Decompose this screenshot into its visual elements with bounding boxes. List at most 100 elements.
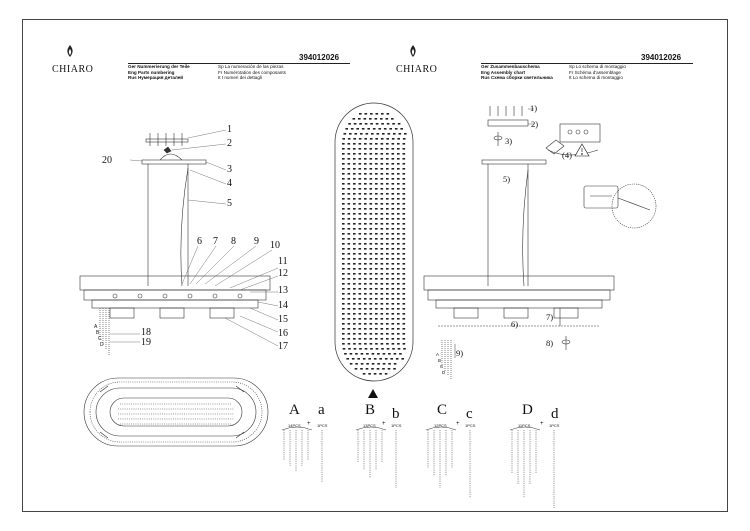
crystal-point [369, 343, 373, 345]
crystal-point [369, 228, 373, 230]
crystal-point [356, 128, 359, 130]
crystal-point [370, 123, 373, 125]
crystal-point [383, 128, 387, 130]
crystal-point [342, 318, 345, 320]
crystal-point [402, 323, 406, 325]
crystal-point [369, 293, 373, 295]
crystal-point [397, 208, 400, 210]
crystal-point [364, 158, 367, 160]
crystal-point [369, 223, 373, 225]
crystal-point [364, 113, 368, 115]
set-d-letter: D [522, 402, 533, 418]
crystal-point [347, 278, 351, 280]
crystal-point [402, 163, 406, 165]
crystal-point [402, 258, 406, 260]
crystal-point [364, 268, 367, 270]
crystal-point [402, 243, 406, 245]
crystal-point [359, 348, 362, 350]
crystal-point [402, 158, 406, 160]
left-header-col1: Ger Nummerierung der Teile Eng Parts num… [128, 64, 190, 81]
crystal-point [373, 373, 377, 375]
crystal-point [391, 258, 395, 260]
crystal-point [369, 158, 373, 160]
crystal-point [362, 358, 366, 360]
set-a-small-letter: a [318, 402, 325, 418]
set-a-letter: A [289, 402, 300, 418]
crystal-point [375, 218, 378, 220]
crystal-point [387, 133, 391, 135]
crystal-point [369, 203, 373, 205]
crystal-point [348, 123, 351, 125]
crystal-point [397, 293, 400, 295]
logo-mark-right [407, 44, 419, 63]
crystal-point [353, 303, 356, 305]
top-view-core [109, 397, 243, 427]
crystal-point [347, 173, 351, 175]
crystal-point [375, 223, 378, 225]
crystal-point [364, 323, 367, 325]
crystal-point [342, 208, 345, 210]
crystal-point [347, 143, 351, 145]
step-label: 2) [531, 119, 539, 129]
crystal-point [391, 333, 395, 335]
header-sp: Sp La numeración de las piezas [218, 64, 284, 69]
crystal-point [386, 248, 389, 250]
crystal-point [391, 198, 395, 200]
crystal-point [354, 368, 358, 370]
crystal-point [391, 203, 395, 205]
crystal-point [380, 238, 384, 240]
crystal-point [353, 168, 356, 170]
crystal-point [388, 363, 391, 365]
crystal-point [386, 268, 389, 270]
crystal-point [358, 193, 362, 195]
crystal-point [368, 358, 371, 360]
crystal-point [380, 313, 384, 315]
crystal-point [375, 188, 378, 190]
screws-icon [149, 133, 183, 146]
adjust-detail-box [583, 185, 619, 209]
crystal-point [369, 143, 373, 145]
crystal-point [347, 158, 351, 160]
crystal-point [374, 118, 378, 120]
crystal-point [397, 193, 400, 195]
crystal-point [391, 253, 395, 255]
crystal-point [391, 228, 395, 230]
step-label: 3) [505, 136, 513, 146]
crystal-point [398, 133, 402, 135]
crystal-point [397, 138, 400, 140]
crystal-point [353, 273, 356, 275]
wiring-detail-box [559, 123, 601, 143]
crystal-point [358, 253, 362, 255]
crystal-point [380, 338, 384, 340]
chain-letter: A [436, 352, 440, 357]
crystal-point [402, 338, 406, 340]
crystal-point [364, 193, 367, 195]
crystal-point [347, 233, 351, 235]
crystal-point [375, 243, 378, 245]
crystal-point [402, 283, 406, 285]
step-label: 8) [546, 338, 554, 348]
crystal-point [375, 113, 379, 115]
crystal-point [358, 118, 361, 120]
crystal-point [347, 313, 351, 315]
crystal-point [397, 323, 400, 325]
crystal-point [375, 123, 379, 125]
crystal-point [386, 313, 389, 315]
crystal-point [364, 173, 367, 175]
crystal-point [380, 268, 384, 270]
crystal-point [397, 283, 400, 285]
crystal-point [386, 203, 389, 205]
crystal-point [382, 368, 385, 370]
crystal-point [375, 298, 378, 300]
crystal-point [353, 343, 356, 345]
crystal-point [347, 223, 351, 225]
crystal-point [355, 353, 358, 355]
crystal-point [391, 293, 395, 295]
crystal-point [369, 328, 373, 330]
crystal-point [386, 208, 389, 210]
crystal-point [384, 373, 388, 375]
crystal-point [347, 218, 351, 220]
crystal-point [364, 293, 367, 295]
crystal-point [391, 223, 395, 225]
